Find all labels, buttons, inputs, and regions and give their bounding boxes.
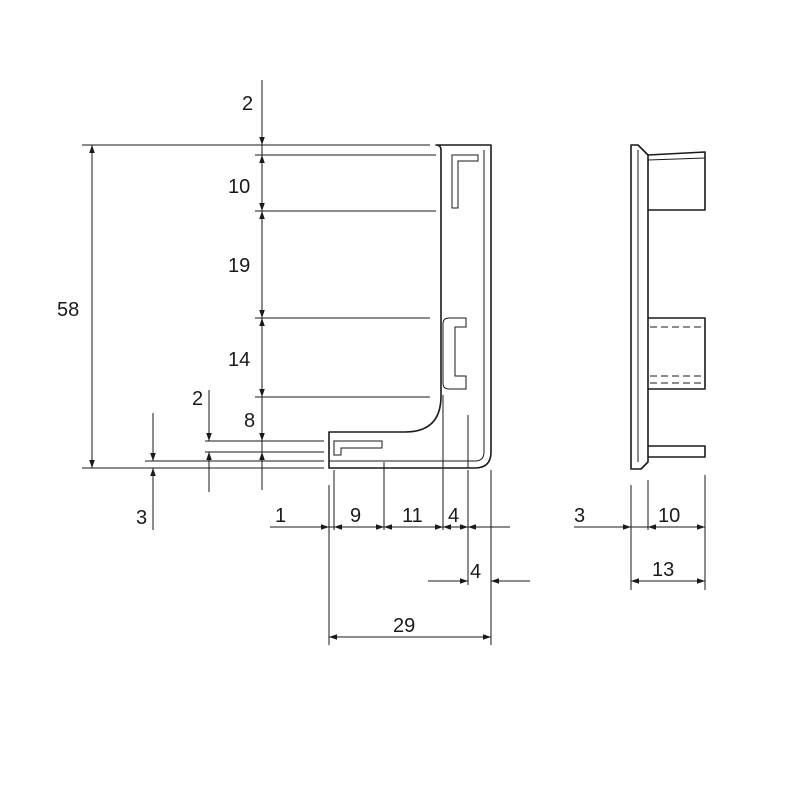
dim-1-label: 1 <box>275 505 286 527</box>
front-view-inner-corner <box>474 451 485 462</box>
dim-4a-label: 4 <box>448 505 459 527</box>
dim-11-label: 11 <box>402 505 423 527</box>
dim-4b-label: 4 <box>470 561 481 583</box>
bottom-slot <box>333 440 383 456</box>
dim-small-gap-label: 2 <box>192 388 203 410</box>
side-view-top-pin <box>647 151 706 211</box>
dim-14-label: 14 <box>228 349 250 371</box>
dim-side-13-label: 13 <box>652 559 674 581</box>
dim-10-label: 10 <box>228 176 250 198</box>
dim-side-3-label: 3 <box>574 505 585 527</box>
side-view-plate <box>630 144 649 470</box>
side-view-bottom-pin <box>648 445 706 458</box>
front-view <box>328 144 492 469</box>
dim-9-label: 9 <box>350 505 361 527</box>
top-slot <box>451 154 479 209</box>
dimensions-side: 3 10 13 <box>574 475 706 590</box>
dim-58-label: 58 <box>57 299 79 321</box>
middle-slot <box>442 317 467 390</box>
dim-8-label: 8 <box>244 410 255 432</box>
front-view-outline <box>328 144 492 469</box>
dim-top-gap-label: 2 <box>242 93 253 115</box>
extension-lines <box>82 144 492 645</box>
dim-3-label: 3 <box>136 507 147 529</box>
dim-19-label: 19 <box>228 255 250 277</box>
side-view-middle-pin <box>648 317 706 390</box>
side-view <box>630 144 706 470</box>
dimensions-front: 58 2 10 19 14 8 2 3 1 9 11 <box>57 80 530 640</box>
dim-29-label: 29 <box>393 615 415 637</box>
dim-side-10-label: 10 <box>658 505 680 527</box>
